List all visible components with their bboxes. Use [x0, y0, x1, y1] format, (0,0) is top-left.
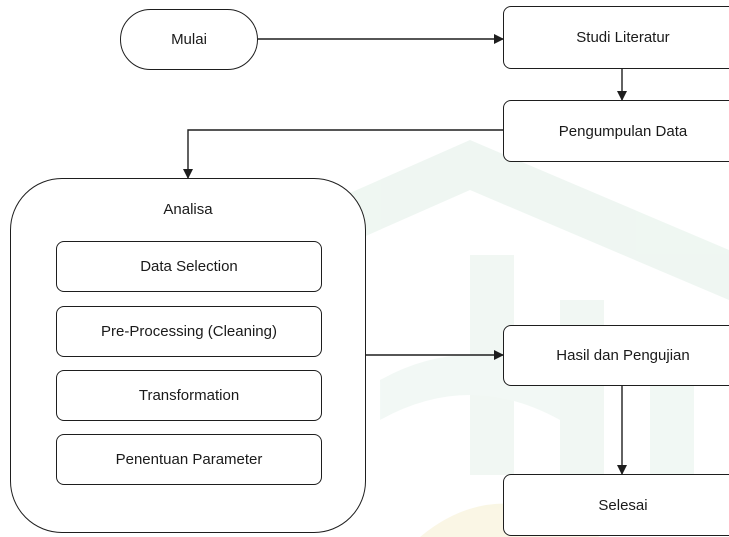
- node-hasil-pengujian-label: Hasil dan Pengujian: [556, 347, 690, 364]
- analisa-title: Analisa: [163, 201, 213, 218]
- step-penentuan-parameter-label: Penentuan Parameter: [115, 451, 263, 468]
- node-hasil-pengujian: Hasil dan Pengujian: [503, 325, 729, 386]
- node-pengumpulan-data: Pengumpulan Data: [503, 100, 729, 162]
- arrow-pengumpulan-to-analisa: [183, 129, 503, 179]
- step-pre-processing: Pre-Processing (Cleaning): [56, 306, 322, 357]
- step-data-selection: Data Selection: [56, 241, 322, 292]
- node-mulai: Mulai: [120, 9, 258, 70]
- analisa-group: Analisa Data Selection Pre-Processing (C…: [10, 178, 366, 533]
- node-studi-literatur: Studi Literatur: [503, 6, 729, 69]
- node-pengumpulan-data-label: Pengumpulan Data: [558, 122, 688, 140]
- node-mulai-label: Mulai: [171, 31, 207, 48]
- step-transformation-label: Transformation: [138, 387, 240, 404]
- step-data-selection-label: Data Selection: [140, 258, 238, 275]
- step-pre-processing-label: Pre-Processing (Cleaning): [101, 323, 277, 340]
- node-studi-literatur-label: Studi Literatur: [576, 29, 670, 46]
- node-selesai-label: Selesai: [598, 496, 648, 514]
- step-transformation: Transformation: [56, 370, 322, 421]
- step-penentuan-parameter: Penentuan Parameter: [56, 434, 322, 485]
- node-selesai: Selesai: [503, 474, 729, 536]
